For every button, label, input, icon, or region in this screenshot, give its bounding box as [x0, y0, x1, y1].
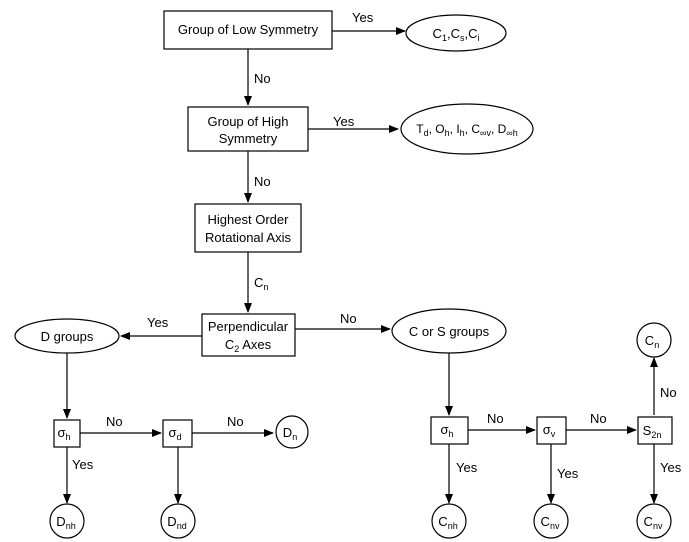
- label-no-s2n: No: [660, 385, 677, 400]
- svg-text:Dn: Dn: [283, 425, 297, 442]
- svg-text:Symmetry: Symmetry: [219, 131, 278, 146]
- label-yes-low: Yes: [352, 10, 374, 25]
- node-sigma-h-right: σh: [430, 416, 469, 445]
- node-low-symmetry: Group of Low Symmetry: [163, 10, 333, 50]
- label-yes-perp: Yes: [147, 315, 169, 330]
- svg-text:Cnv: Cnv: [541, 514, 560, 531]
- label-no-sigmah-left: No: [106, 414, 123, 429]
- svg-text:Td, Oh, Ih, C∞v, D∞h: Td, Oh, Ih, C∞v, D∞h: [416, 122, 517, 138]
- label-no-high: No: [254, 174, 271, 189]
- node-cs-groups: C or S groups: [391, 308, 507, 354]
- svg-text:σh: σh: [57, 425, 70, 442]
- svg-text:Cnh: Cnh: [438, 514, 457, 531]
- svg-text:Perpendicular: Perpendicular: [208, 319, 289, 334]
- node-dnd: Dnd: [160, 503, 196, 539]
- svg-text:Group of High: Group of High: [208, 114, 289, 129]
- svg-text:Dnd: Dnd: [167, 514, 186, 531]
- node-dnh: Dnh: [49, 503, 85, 539]
- svg-text:Highest Order: Highest Order: [208, 212, 290, 227]
- svg-text:σv: σv: [543, 422, 556, 439]
- label-cn-axis: Cn: [254, 275, 268, 292]
- node-cnh: Cnh: [431, 503, 467, 539]
- svg-text:D groups: D groups: [41, 329, 94, 344]
- node-cn-top: Cn: [636, 322, 672, 358]
- node-s2n: S2n: [637, 416, 673, 445]
- node-sigma-h-left: σh: [53, 419, 81, 448]
- label-yes-high: Yes: [333, 114, 355, 129]
- node-cnv-right: Cnv: [636, 503, 672, 539]
- svg-text:C1,Cs,Ci: C1,Cs,Ci: [433, 26, 480, 43]
- label-yes-sigmah-right: Yes: [456, 460, 478, 475]
- node-low-result: C1,Cs,Ci: [405, 14, 507, 52]
- edge-labels: Yes No Yes No Cn Yes No No No Yes No No …: [72, 10, 682, 481]
- node-sigma-d: σd: [162, 419, 193, 448]
- node-highest-axis: Highest Order Rotational Axis: [194, 203, 302, 253]
- svg-text:Rotational Axis: Rotational Axis: [205, 230, 291, 245]
- node-high-symmetry: Group of High Symmetry: [187, 106, 309, 152]
- label-yes-s2n: Yes: [660, 460, 682, 475]
- label-no-sigmah-right: No: [487, 411, 504, 426]
- label-yes-sigmah-left: Yes: [72, 457, 94, 472]
- node-cnv-mid: Cnv: [533, 503, 569, 539]
- label-no-sigmad: No: [227, 414, 244, 429]
- label-yes-sigmav: Yes: [557, 466, 579, 481]
- node-perp-c2: Perpendicular C2 Axes: [201, 313, 296, 357]
- edges: [63, 27, 658, 504]
- svg-text:S2n: S2n: [643, 423, 662, 440]
- node-d-groups: D groups: [14, 318, 120, 354]
- svg-text:σd: σd: [168, 425, 181, 442]
- svg-text:Group of Low Symmetry: Group of Low Symmetry: [178, 22, 319, 37]
- svg-text:Dnh: Dnh: [56, 514, 75, 531]
- svg-text:C or S groups: C or S groups: [409, 324, 490, 339]
- node-sigma-v: σv: [536, 416, 567, 445]
- svg-text:Cnv: Cnv: [644, 514, 663, 531]
- label-no-perp: No: [340, 311, 357, 326]
- svg-text:σh: σh: [440, 422, 453, 439]
- label-no-low: No: [254, 71, 271, 86]
- svg-text:Cn: Cn: [645, 333, 659, 350]
- label-no-sigmav: No: [590, 411, 607, 426]
- node-high-result: Td, Oh, Ih, C∞v, D∞h: [400, 103, 534, 155]
- node-dn: Dn: [275, 415, 309, 449]
- svg-text:C2 Axes: C2 Axes: [225, 337, 272, 354]
